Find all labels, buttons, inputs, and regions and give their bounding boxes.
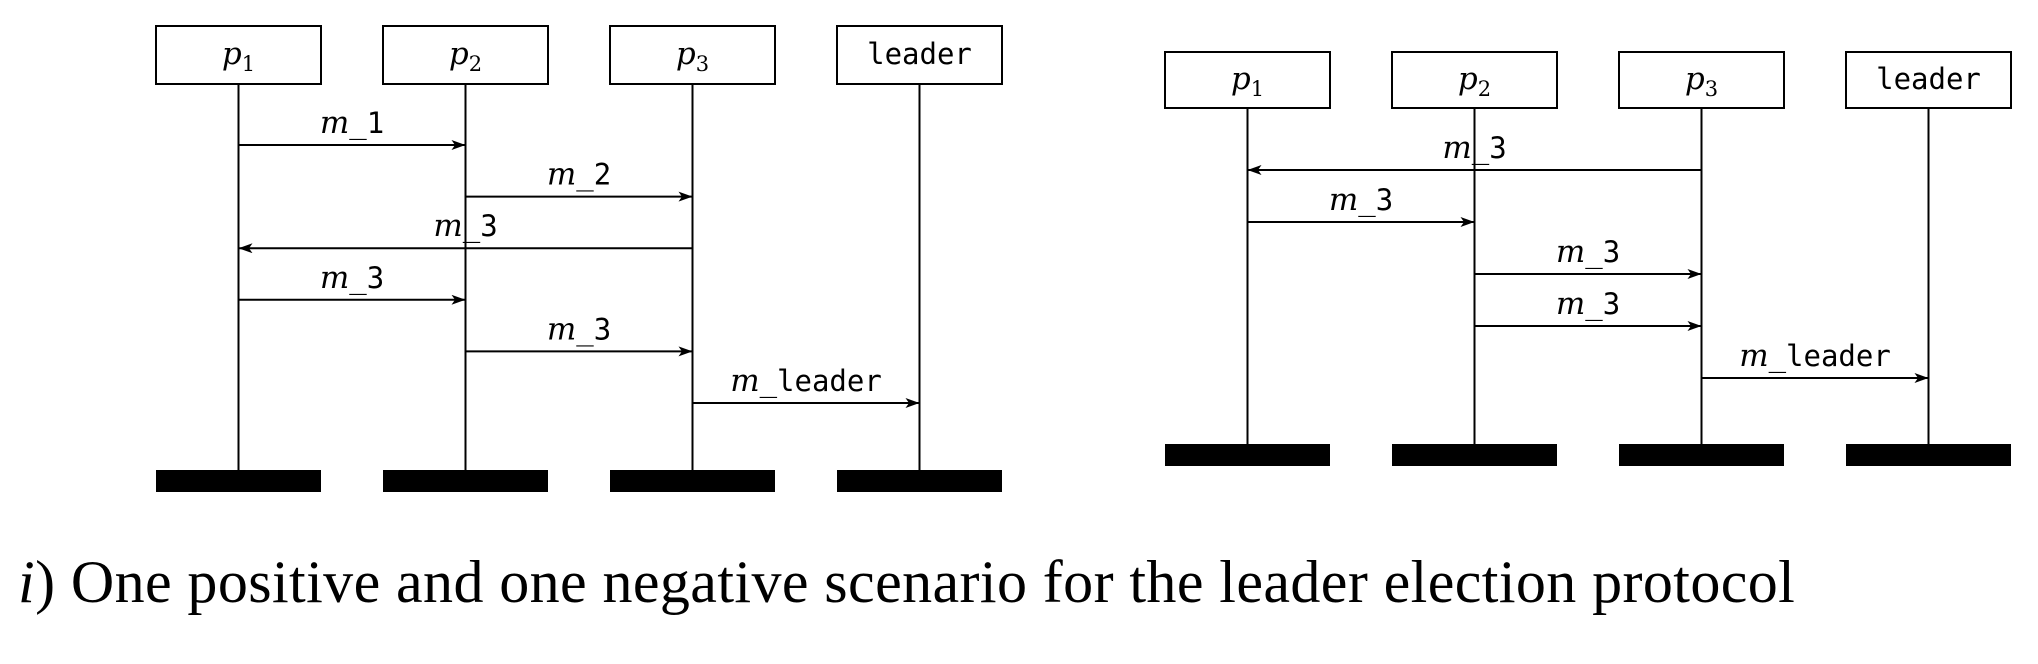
participant-box [1618, 51, 1785, 109]
lifeline-end-bar [837, 470, 1002, 492]
participant-label: p1 [222, 36, 255, 76]
message-label: m_2 [547, 157, 611, 193]
participant-label: leader [1876, 62, 1981, 96]
lifeline-end-bar [1846, 444, 2011, 466]
message-label: m_3 [547, 311, 611, 347]
participant-box [155, 25, 322, 85]
participant-box [1164, 51, 1331, 109]
participant-label: leader [867, 37, 972, 71]
message-label: m_leader [1739, 338, 1891, 374]
figure-caption: i) One positive and one negative scenari… [18, 548, 2028, 617]
message-label: m_3 [1329, 182, 1393, 218]
lifeline-end-bar [383, 470, 548, 492]
participant-box [609, 25, 776, 85]
lifeline-end-bar [1619, 444, 1784, 466]
participant-box [1391, 51, 1558, 109]
message-label: m_3 [433, 208, 497, 244]
message-label: m_3 [1442, 130, 1506, 166]
caption-marker: i [18, 549, 36, 615]
message-label: m_1 [320, 105, 384, 141]
lifeline-end-bar [1165, 444, 1330, 466]
lifeline-end-bar [1392, 444, 1557, 466]
message-label: m_3 [1556, 234, 1620, 270]
message-label: m_3 [320, 260, 384, 296]
message-label: m_leader [730, 363, 882, 399]
lifeline-end-bar [610, 470, 775, 492]
participant-label: p2 [1458, 61, 1491, 101]
lifeline-end-bar [156, 470, 321, 492]
participant-box [382, 25, 549, 85]
participant-box [1845, 51, 2012, 109]
caption-text: ) One positive and one negative scenario… [35, 549, 1796, 615]
message-label: m_3 [1556, 286, 1620, 322]
participant-box [836, 25, 1003, 85]
